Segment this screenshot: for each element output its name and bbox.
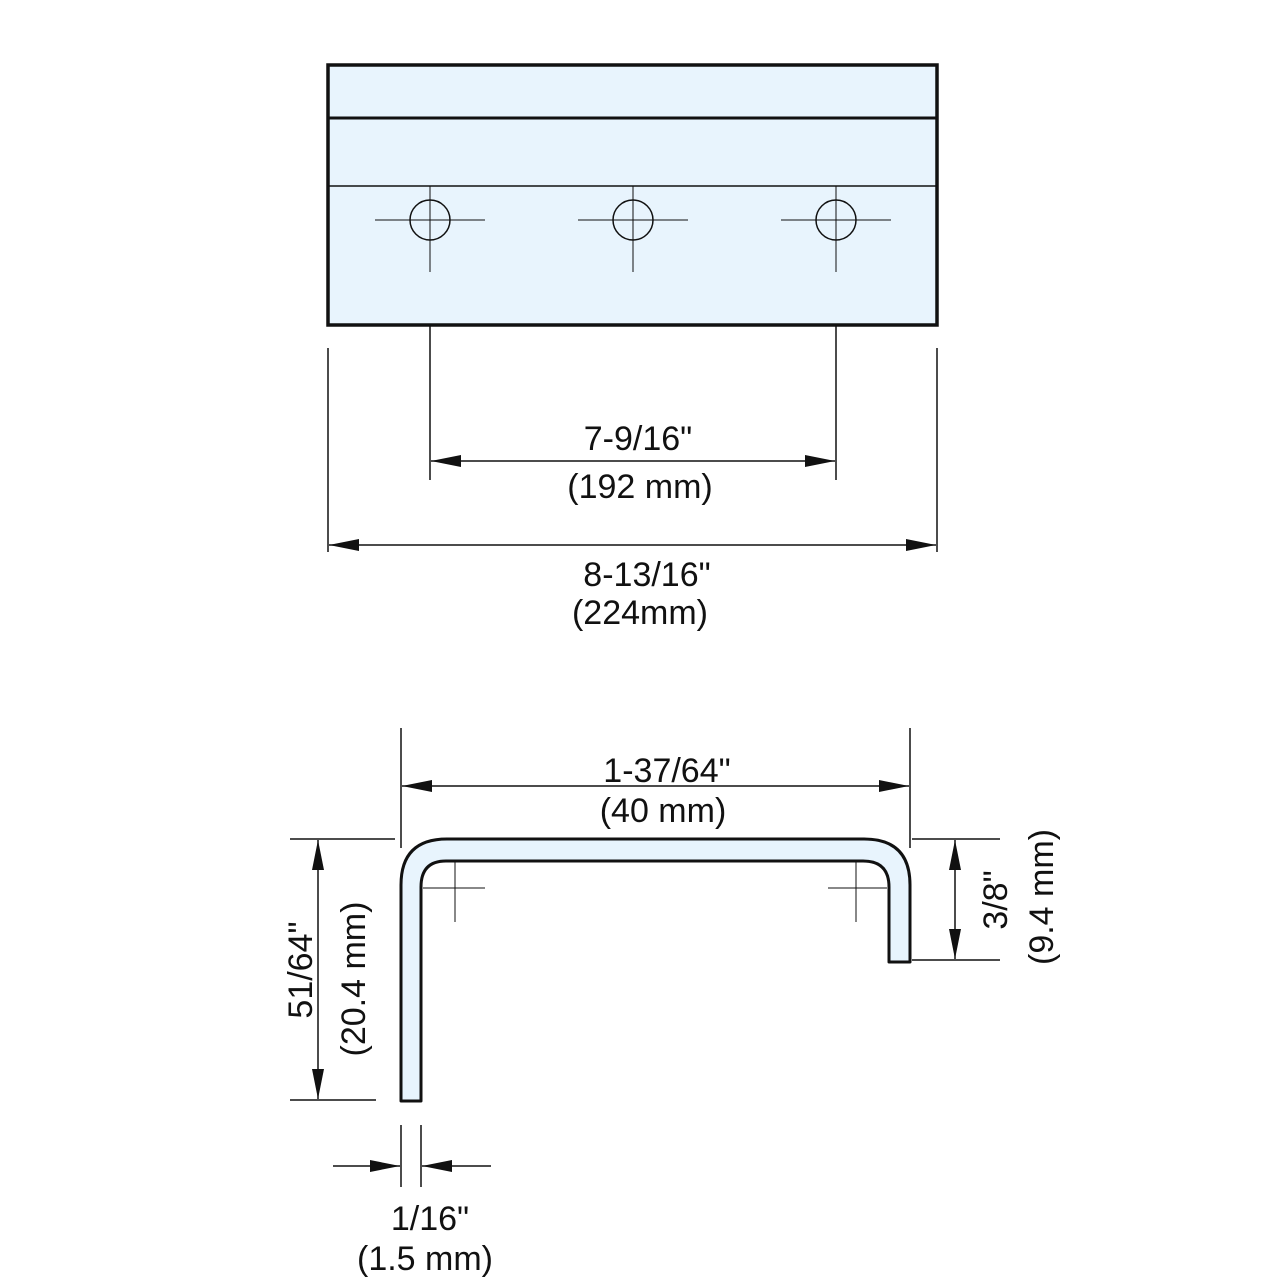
hole-spacing-dimension: 7-9/16" (192 mm) — [429, 325, 837, 506]
mounting-hole-right — [781, 186, 891, 272]
side-view: 1-37/64" (40 mm) 51/64" (20.4 mm) 3/8" (… — [282, 728, 1061, 1278]
flange-dimension: 3/8" (9.4 mm) — [912, 829, 1061, 965]
mounting-hole-left — [375, 186, 485, 272]
top-view: 7-9/16" (192 mm) 8-13/16" (224mm) — [326, 63, 939, 632]
hole-spacing-imperial: 7-9/16" — [584, 420, 692, 458]
flange-metric: (9.4 mm) — [1023, 829, 1061, 965]
width-metric: (40 mm) — [600, 792, 727, 830]
bend-center-mark-left — [423, 862, 485, 922]
hole-spacing-metric: (192 mm) — [567, 468, 712, 506]
thickness-imperial: 1/16" — [391, 1200, 469, 1238]
thickness-metric: (1.5 mm) — [357, 1240, 493, 1278]
channel-profile — [399, 837, 912, 1103]
overall-length-metric: (224mm) — [572, 594, 708, 632]
flange-imperial: 3/8" — [977, 870, 1015, 929]
bend-center-mark-right — [828, 862, 887, 922]
height-metric: (20.4 mm) — [335, 902, 373, 1057]
thickness-dimension: 1/16" (1.5 mm) — [333, 1125, 493, 1278]
height-dimension: 51/64" (20.4 mm) — [282, 838, 395, 1101]
overall-length-imperial: 8-13/16" — [583, 556, 710, 594]
overall-length-dimension: 8-13/16" (224mm) — [327, 348, 938, 632]
width-dimension: 1-37/64" (40 mm) — [400, 728, 911, 848]
height-imperial: 51/64" — [282, 921, 320, 1018]
width-imperial: 1-37/64" — [603, 752, 730, 790]
mounting-hole-center — [578, 186, 688, 272]
